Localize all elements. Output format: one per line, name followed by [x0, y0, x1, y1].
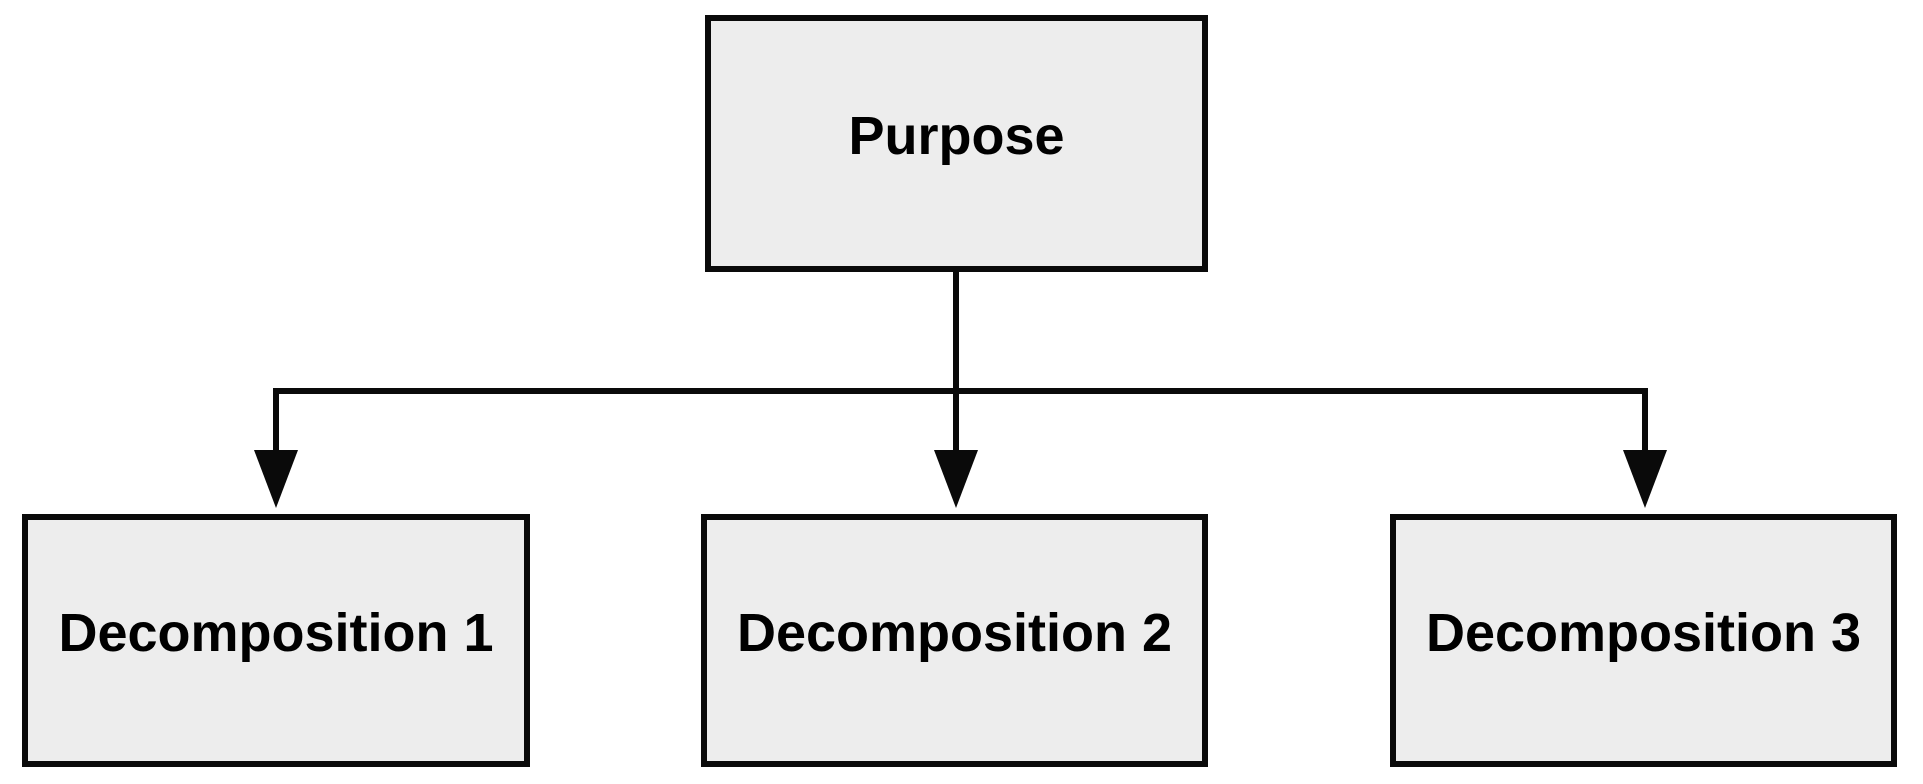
node-decomposition-1: Decomposition 1: [22, 514, 530, 767]
node-purpose: Purpose: [705, 15, 1208, 272]
arrowhead-down-icon: [1623, 450, 1667, 508]
node-decomposition-2-label: Decomposition 2: [736, 602, 1173, 663]
node-decomposition-3: Decomposition 3: [1390, 514, 1897, 767]
arrowhead-down-icon: [934, 450, 978, 508]
node-decomposition-3-label: Decomposition 3: [1425, 602, 1862, 663]
arrowhead-down-icon: [254, 450, 298, 508]
node-decomposition-1-label: Decomposition 1: [58, 602, 494, 663]
node-purpose-label: Purpose: [848, 105, 1065, 166]
node-decomposition-2: Decomposition 2: [701, 514, 1208, 767]
